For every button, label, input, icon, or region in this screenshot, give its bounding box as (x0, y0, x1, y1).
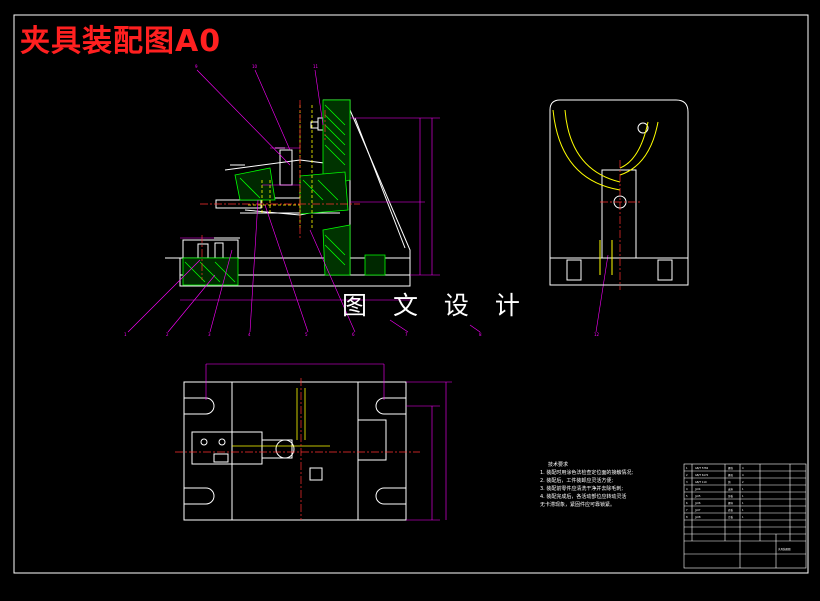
svg-text:11: 11 (313, 64, 319, 69)
side-view (549, 99, 689, 286)
svg-text:6: 6 (352, 332, 355, 337)
top-view (183, 381, 407, 521)
svg-text:2: 2 (742, 480, 744, 484)
svg-text:4: 4 (742, 466, 744, 470)
svg-text:螺栓: 螺栓 (728, 466, 734, 470)
svg-text:压板: 压板 (728, 494, 734, 498)
top-dimensions (205, 363, 452, 521)
tech-requirement-1: 1. 装配时用涂色法检查定位面的接触情况; (540, 470, 634, 476)
svg-text:8: 8 (479, 332, 482, 337)
svg-text:JJ-06: JJ-06 (694, 501, 701, 505)
center-lines (200, 100, 360, 280)
svg-text:7: 7 (686, 508, 688, 512)
svg-text:支座: 支座 (728, 487, 734, 491)
svg-text:螺杆: 螺杆 (728, 501, 734, 505)
svg-text:JJ-08: JJ-08 (694, 515, 701, 519)
svg-text:1: 1 (742, 494, 744, 498)
tech-requirements: 技术要求 1. 装配时用涂色法检查定位面的接触情况; 2. 装配后，工件装卸应灵… (540, 461, 633, 509)
svg-text:GB/T 6170: GB/T 6170 (695, 473, 709, 477)
tech-requirement-2: 2. 装配后，工件装卸应灵活方便; (540, 478, 614, 484)
svg-text:3: 3 (208, 332, 211, 337)
outer-frame (13, 14, 809, 574)
tech-requirement-5: 无卡滞现象，紧固件应可靠锁紧。 (540, 502, 616, 508)
svg-text:10: 10 (252, 64, 258, 69)
svg-text:6: 6 (686, 501, 688, 505)
svg-text:JJ-05: JJ-05 (694, 494, 701, 498)
balloon-numbers: 9 10 11 1 2 3 4 5 6 7 8 12 (124, 64, 600, 337)
svg-text:2: 2 (686, 473, 688, 477)
title-block (683, 463, 807, 569)
svg-text:2: 2 (166, 332, 169, 337)
top-hidden-lines (232, 388, 330, 447)
tech-requirements-heading: 技术要求 (548, 462, 569, 468)
svg-text:底板: 底板 (728, 508, 734, 512)
svg-text:5: 5 (686, 494, 688, 498)
svg-text:销: 销 (728, 480, 731, 484)
side-hidden-curve (552, 109, 659, 275)
tech-requirement-3: 3. 装配前零件应清洗干净并去除毛刺; (540, 486, 624, 492)
svg-text:1: 1 (742, 508, 744, 512)
drawing-title: 夹具装配图A0 (20, 24, 222, 59)
svg-text:8: 8 (686, 515, 688, 519)
svg-text:4: 4 (248, 332, 251, 337)
svg-text:9: 9 (195, 64, 198, 69)
svg-text:GB/T 5782: GB/T 5782 (695, 466, 709, 470)
svg-text:1: 1 (742, 487, 744, 491)
svg-text:1: 1 (742, 501, 744, 505)
svg-text:GB/T 119: GB/T 119 (695, 480, 707, 484)
svg-text:3: 3 (686, 480, 688, 484)
watermark: 图 文 设 计 (342, 291, 529, 320)
svg-text:1: 1 (686, 466, 688, 470)
leader-lines (127, 69, 609, 333)
svg-text:4: 4 (686, 487, 688, 491)
svg-text:JJ-07: JJ-07 (694, 508, 701, 512)
svg-text:12: 12 (594, 332, 600, 337)
svg-text:1: 1 (742, 515, 744, 519)
section-hatch (182, 99, 386, 286)
svg-text:5: 5 (305, 332, 308, 337)
svg-text:7: 7 (405, 332, 408, 337)
svg-text:1: 1 (124, 332, 127, 337)
tech-requirement-4: 4. 装配完成后，各活动部位应转动灵活 (540, 494, 627, 500)
top-center-lines (175, 378, 420, 520)
svg-text:立板: 立板 (728, 515, 734, 519)
side-center-lines (600, 160, 640, 290)
svg-text:螺母: 螺母 (728, 473, 734, 477)
svg-text:夹具装配图: 夹具装配图 (778, 547, 791, 551)
svg-text:4: 4 (742, 473, 744, 477)
svg-text:JJ-04: JJ-04 (694, 487, 701, 491)
